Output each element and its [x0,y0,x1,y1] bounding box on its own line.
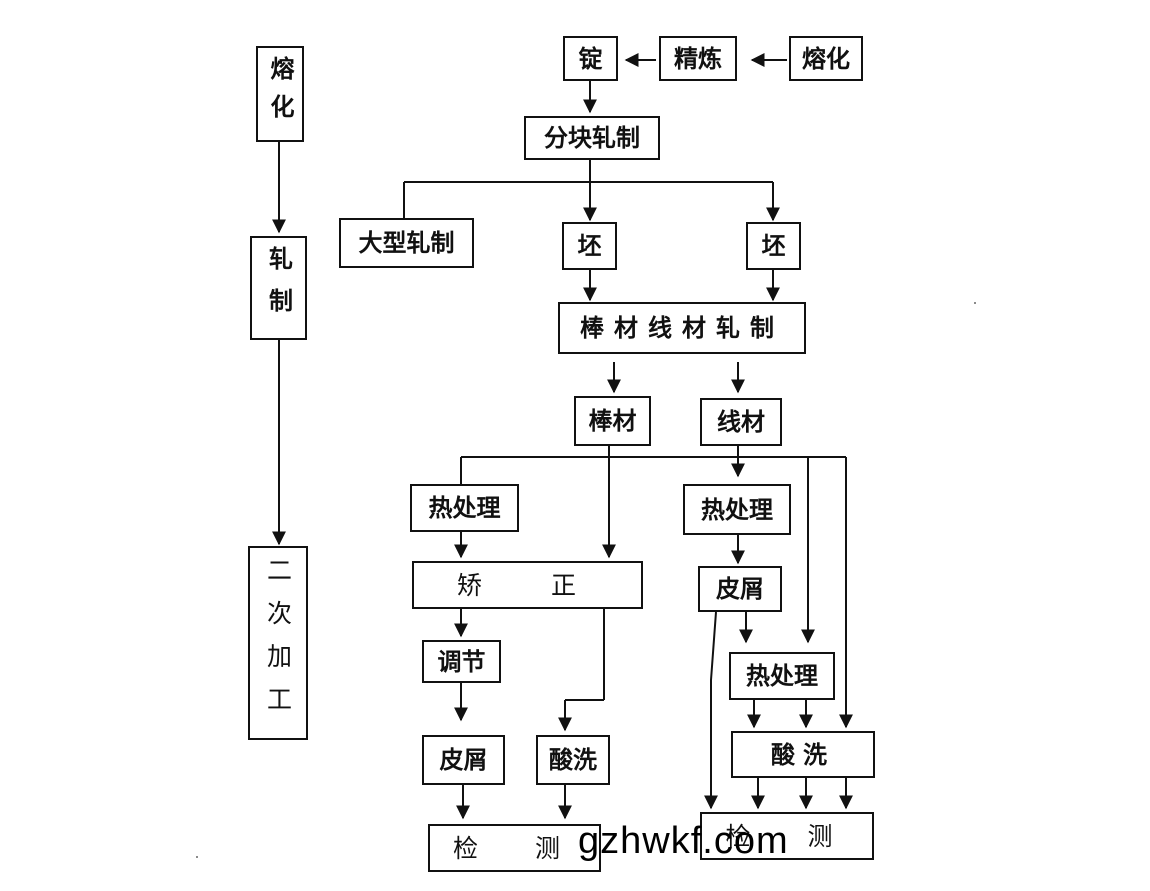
node-bar-heat-treatment: 热处理 [410,484,519,532]
node-label: 热处理 [746,662,818,690]
node-rolling-left: 轧制 [250,236,307,340]
node-label: 二次加工 [263,557,293,729]
node-billet-b: 坯 [746,222,801,270]
node-label: 熔化 [802,44,850,73]
node-label: 矫 正 [456,570,598,600]
node-label: 锭 [578,44,603,73]
node-label: 线材 [717,408,765,436]
node-label: 检 测 [452,833,576,863]
node-label: 熔化 [266,56,294,132]
node-label: 坯 [577,232,602,260]
node-blooming: 分块轧制 [524,116,660,160]
node-wire-heat-treatment-1: 热处理 [683,484,791,535]
node-label: 皮屑 [439,746,488,774]
node-label: 热处理 [428,494,501,522]
node-large-rolling: 大型轧制 [339,218,474,268]
watermark-text: gzhwkf.com [578,820,789,862]
node-label: 皮屑 [716,575,764,603]
node-straightening: 矫 正 [412,561,643,609]
node-label: 酸洗 [549,746,597,774]
node-secondary-processing: 二次加工 [248,546,308,740]
node-label: 酸洗 [771,740,835,769]
node-label: 大型轧制 [358,229,455,257]
node-billet-a: 坯 [562,222,617,270]
node-label: 检 测 [725,821,849,851]
node-melting-left: 熔化 [256,46,304,142]
node-melting-top: 熔化 [789,36,863,81]
scan-speck [196,856,198,858]
node-bar-peeling: 皮屑 [422,735,505,785]
node-wire-peeling: 皮屑 [698,566,782,612]
node-label: 棒材线材轧制 [580,314,784,342]
node-label: 分块轧制 [544,124,640,152]
arrow-peel-to-wire-inspect [704,611,718,810]
node-label: 热处理 [701,495,773,524]
scan-speck [974,302,976,304]
node-label: 调节 [437,647,486,676]
node-wire-pickling: 酸洗 [731,731,875,778]
node-adjustment: 调节 [422,640,501,683]
node-label: 坯 [761,232,786,260]
node-bar-pickling: 酸洗 [536,735,610,785]
node-wire-inspection: 检 测 [700,812,874,860]
node-wire: 线材 [700,398,782,446]
node-bar-inspection: 检 测 [428,824,601,872]
node-bar-wire-rolling: 棒材线材轧制 [558,302,806,354]
node-bar: 棒材 [574,396,651,446]
node-refining: 精炼 [659,36,737,81]
node-ingot: 锭 [563,36,618,81]
node-label: 轧制 [264,246,293,330]
node-label: 精炼 [674,44,722,73]
node-label: 棒材 [588,407,637,435]
node-wire-heat-treatment-2: 热处理 [729,652,835,700]
